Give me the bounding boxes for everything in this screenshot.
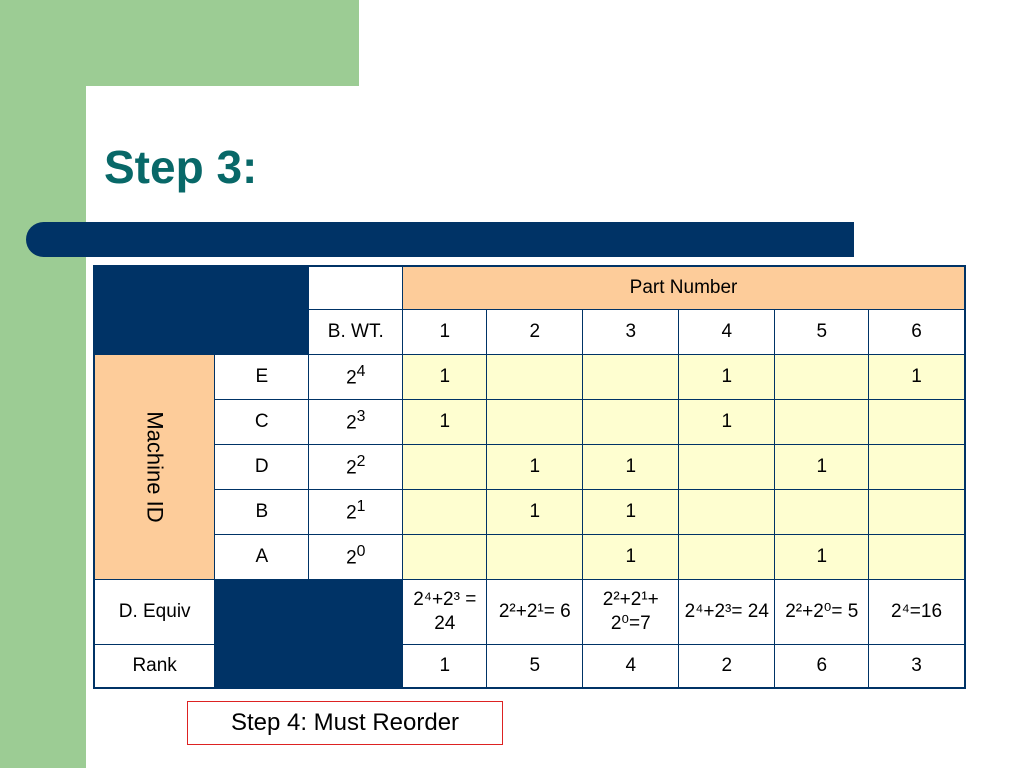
matrix-cell <box>774 353 870 400</box>
part-number-cell: 4 <box>678 308 776 355</box>
matrix-cell: 1 <box>486 443 584 490</box>
matrix-cell <box>868 443 966 490</box>
bwt-header-blank <box>308 265 404 310</box>
d-equiv-cell: 2²+2⁰= 5 <box>774 578 870 645</box>
matrix-cell <box>486 398 584 445</box>
machine-row: Machine ID E 24 1 1 1 <box>93 353 966 580</box>
part-number-cell: 1 <box>402 308 488 355</box>
d-equiv-cell: 2⁴+2³ = 24 <box>402 578 488 645</box>
rank-cell: 5 <box>486 643 584 689</box>
matrix-cell: 1 <box>678 353 776 400</box>
matrix-cell <box>486 353 584 400</box>
d-equiv-row: D. Equiv 2⁴+2³ = 24 2²+2¹= 6 2²+2¹+ 2⁰=7… <box>93 578 966 689</box>
d-equiv-cell: 2⁴+2³= 24 <box>678 578 776 645</box>
machine-row: C 23 1 1 <box>94 398 966 445</box>
part-number-cell: 2 <box>486 308 584 355</box>
binary-weight-cell: 24 <box>308 353 404 400</box>
matrix-cell: 1 <box>868 353 966 400</box>
green-side-band <box>0 0 86 768</box>
machine-id-cell: A <box>214 533 310 580</box>
d-equiv-cell: 2⁴=16 <box>868 578 966 645</box>
machine-row: D 22 1 1 1 <box>94 443 966 490</box>
corner-cell <box>93 265 310 355</box>
rank-cell: 6 <box>774 643 870 689</box>
matrix-cell: 1 <box>402 353 488 400</box>
machine-id-cell: D <box>214 443 310 490</box>
matrix-cell <box>868 533 966 580</box>
rank-row: Rank 1 5 4 2 6 3 <box>93 643 966 689</box>
matrix-cell <box>582 398 680 445</box>
matrix-cell <box>774 398 870 445</box>
matrix-cell: 1 <box>582 533 680 580</box>
matrix-cell <box>486 533 584 580</box>
binary-weight-cell: 20 <box>308 533 404 580</box>
matrix-cell: 1 <box>774 533 870 580</box>
step4-note: Step 4: Must Reorder <box>187 701 503 745</box>
matrix-cell: 1 <box>582 488 680 535</box>
machine-id-cell: C <box>214 398 310 445</box>
part-number-cell: 5 <box>774 308 870 355</box>
d-equiv-cell: 2²+2¹+ 2⁰=7 <box>582 578 680 645</box>
machine-id-label: Machine ID <box>142 410 168 523</box>
machine-id-cell: B <box>214 488 310 535</box>
matrix-cell: 1 <box>774 443 870 490</box>
matrix-cell: 1 <box>582 443 680 490</box>
rank-cell: 4 <box>582 643 680 689</box>
rank-cell: 2 <box>678 643 776 689</box>
rank-cell: 1 <box>402 643 488 689</box>
green-top-band <box>0 0 359 86</box>
matrix-cell: 1 <box>486 488 584 535</box>
matrix-cell <box>402 443 488 490</box>
machine-part-matrix: Part Number B. WT. 1 2 3 4 5 6 Machine I… <box>93 265 966 689</box>
rank-label: Rank <box>93 643 216 689</box>
d-equiv-label: D. Equiv <box>93 578 216 645</box>
part-number-cell: 3 <box>582 308 680 355</box>
binary-weight-cell: 23 <box>308 398 404 445</box>
machine-id-cell: E <box>214 353 310 400</box>
matrix-cell <box>868 488 966 535</box>
matrix-cell <box>402 488 488 535</box>
binary-weight-cell: 22 <box>308 443 404 490</box>
part-number-cell: 6 <box>868 308 966 355</box>
title-underline-bar <box>26 222 854 257</box>
machine-row: A 20 1 1 <box>94 533 966 580</box>
machine-row: B 21 1 1 <box>94 488 966 535</box>
binary-weight-cell: 21 <box>308 488 404 535</box>
matrix-cell <box>678 533 776 580</box>
matrix-cell <box>678 443 776 490</box>
bwt-header: B. WT. <box>308 308 404 355</box>
matrix-cell <box>582 353 680 400</box>
matrix-cell <box>774 488 870 535</box>
matrix-cell <box>402 533 488 580</box>
part-number-header: Part Number <box>402 265 966 310</box>
machine-id-header: Machine ID <box>93 353 216 580</box>
matrix-cell: 1 <box>402 398 488 445</box>
matrix-cell: 1 <box>678 398 776 445</box>
matrix-cell <box>868 398 966 445</box>
rank-cell: 3 <box>868 643 966 689</box>
footer-navy-block <box>214 578 404 689</box>
slide-title: Step 3: <box>104 141 258 193</box>
d-equiv-cell: 2²+2¹= 6 <box>486 578 584 645</box>
matrix-cell <box>678 488 776 535</box>
